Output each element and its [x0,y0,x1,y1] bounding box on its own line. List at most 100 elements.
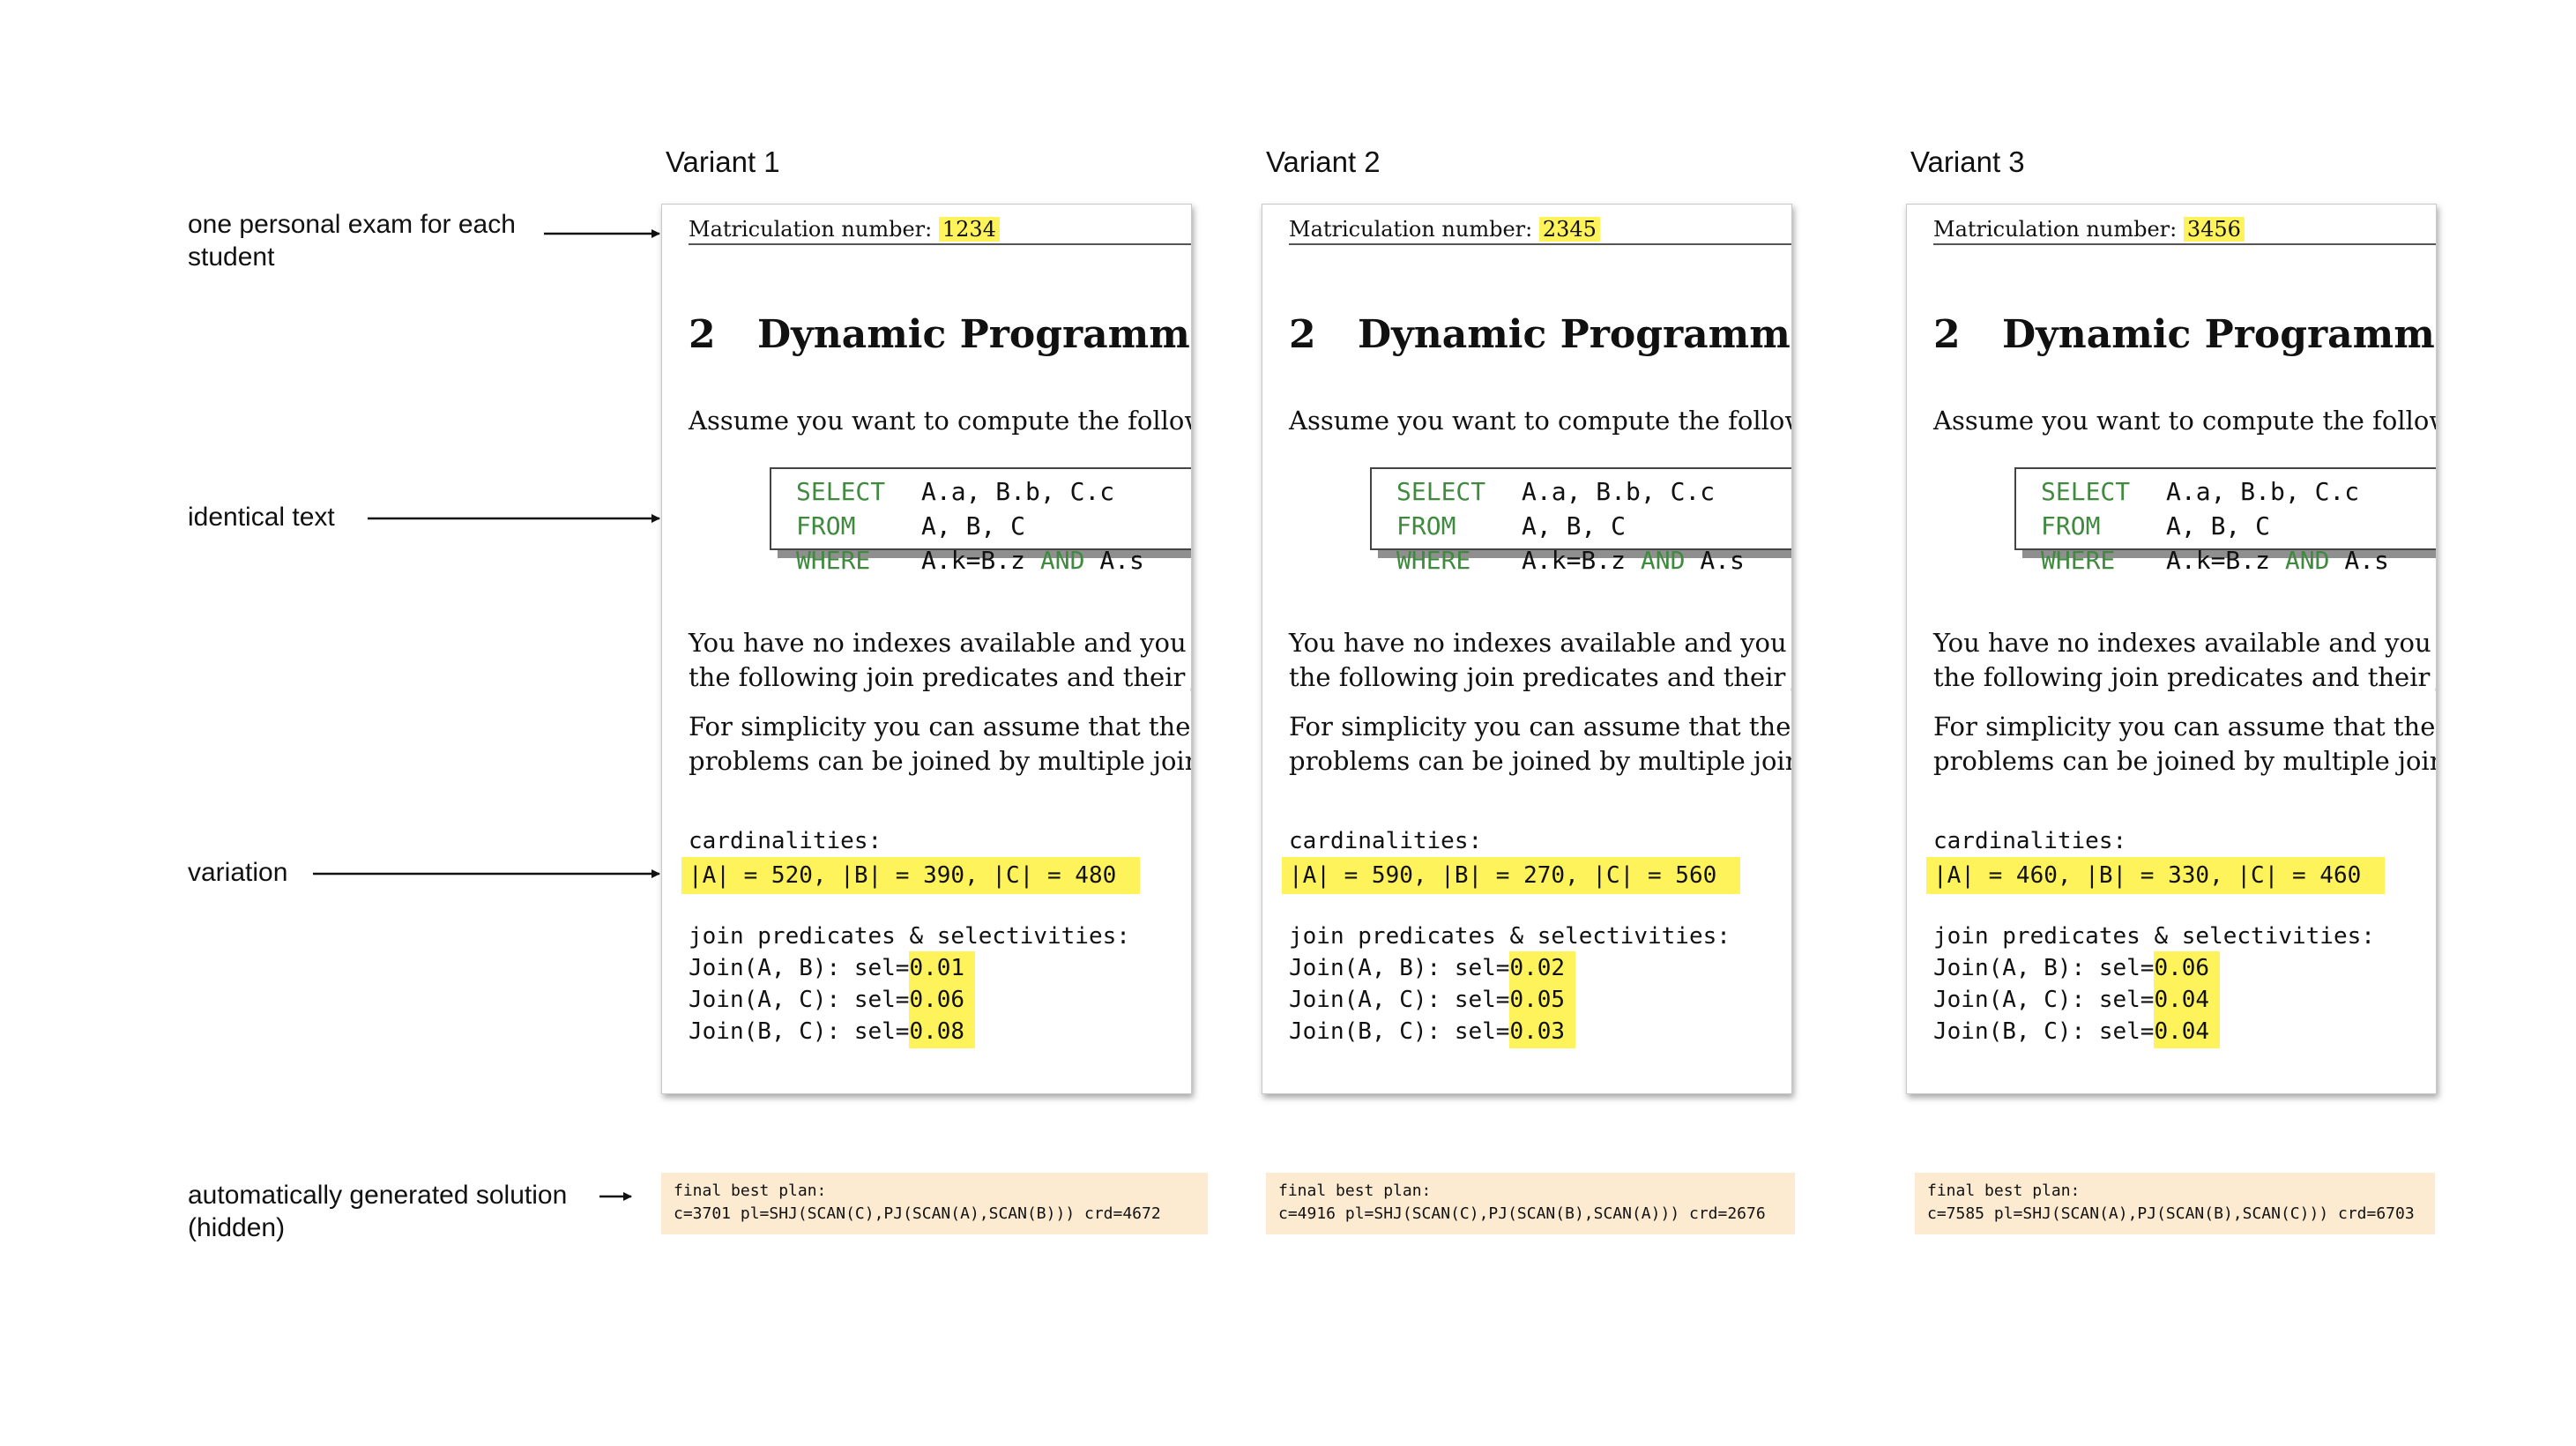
paragraph-indexes: You have no indexes available and you a … [1289,626,1792,695]
selectivity-value: 0.04 [2154,1015,2221,1048]
join-row: Join(A, B): sel=0.01 [689,951,976,985]
sql-keyword: AND [2284,546,2330,575]
sql-keyword: AND [1039,546,1085,575]
sql-clause: A.a, B.b, C.c [921,477,1115,506]
join-row-label: Join(A, C): sel= [1933,987,2155,1013]
sql-keyword: WHERE [1396,546,1471,575]
sql-query-box: SELECT A.a, B.b, C.c FROM A, B, C WHERE A.k… [770,467,1191,575]
selectivity-value: 0.06 [2154,951,2221,985]
matriculation-number: 1234 [938,217,1000,242]
sql-keyword: SELECT [1396,477,1486,506]
matriculation-label: Matriculation number: [1289,217,1533,242]
sql-clause: A.k=B.z [2166,546,2271,575]
join-row-label: Join(A, C): sel= [1289,987,1510,1013]
section-number: 2 [1289,312,1316,357]
solution-box-variant-3: final best plan: c=7585 pl=SHJ(SCAN(A),P… [1915,1173,2435,1234]
sql-keyword: SELECT [2041,477,2131,506]
solution-plan: c=7585 pl=SHJ(SCAN(A),PJ(SCAN(B),SCAN(C)… [1927,1204,2415,1223]
solution-box-variant-1: final best plan: c=3701 pl=SHJ(SCAN(C),P… [661,1173,1208,1234]
paragraph-line: the following join predicates and their … [689,662,1192,692]
sql-clause: A.k=B.z [921,546,1026,575]
section-number: 2 [1933,312,1961,357]
sql-keyword: FROM [796,511,856,540]
sql-clause: A.s [1099,546,1144,575]
join-row-label: Join(A, B): sel= [1933,955,2155,981]
sql-keyword: FROM [2041,511,2101,540]
paragraph-simplicity: For simplicity you can assume that the p… [1289,710,1791,779]
cardinalities-values: |A| = 590, |B| = 270, |C| = 560 [1282,857,1740,894]
join-row: Join(A, C): sel=0.04 [1933,983,2221,1017]
sql-clause: A.s [2344,546,2389,575]
section-number: 2 [689,312,716,357]
intro-text: Assume you want to compute the follow [689,406,1192,436]
join-row-label: Join(A, C): sel= [689,987,910,1013]
sql-clause: A.a, B.b, C.c [2166,477,2360,506]
join-predicates-label: join predicates & selectivities: [1289,923,1731,950]
matriculation-line: Matriculation number: 3456 [1933,217,2436,245]
section-title: Dynamic Programmin [1358,312,1792,357]
selectivity-value: 0.08 [909,1015,976,1048]
label-solution: automatically generated solution (hidden… [188,1181,568,1242]
sql-keyword: SELECT [796,477,886,506]
matriculation-line: Matriculation number: 2345 [1289,217,1791,245]
sql-keyword: WHERE [796,546,871,575]
cardinalities-label: cardinalities: [1289,828,1483,854]
paragraph-line: You have no indexes available and you a [1933,628,2437,658]
section-heading: 2 Dynamic Programmin [1289,312,1792,357]
paragraph-line: You have no indexes available and you a [1289,628,1792,658]
matriculation-number: 3456 [2183,217,2245,242]
solution-header: final best plan: [1927,1181,2081,1200]
paragraph-line: problems can be joined by multiple join [689,746,1192,776]
matriculation-number: 2345 [1538,217,1600,242]
matriculation-line: Matriculation number: 1234 [689,217,1191,245]
paragraph-line: the following join predicates and their … [1933,662,2437,692]
sql-keyword: AND [1640,546,1686,575]
variant-title: Variant 2 [1266,145,1381,178]
paragraph-line: For simplicity you can assume that the [689,712,1191,742]
selectivity-value: 0.05 [1509,983,1576,1017]
sql-keyword: WHERE [2041,546,2116,575]
join-row: Join(A, C): sel=0.05 [1289,983,1576,1017]
paragraph-line: You have no indexes available and you a [689,628,1192,658]
variant-title: Variant 1 [666,145,780,178]
solution-plan: c=3701 pl=SHJ(SCAN(C),PJ(SCAN(A),SCAN(B)… [674,1204,1161,1223]
label-identical-text: identical text [188,503,335,532]
intro-text: Assume you want to compute the follow [1933,406,2437,436]
exam-page-variant-2: Matriculation number: 2345 2 Dynamic Prog… [1262,204,1792,1094]
selectivity-value: 0.06 [909,983,976,1017]
solution-box-variant-2: final best plan: c=4916 pl=SHJ(SCAN(C),P… [1266,1173,1795,1234]
join-row: Join(A, B): sel=0.06 [1933,951,2221,985]
join-row: Join(B, C): sel=0.04 [1933,1015,2221,1048]
matriculation-label: Matriculation number: [1933,217,2178,242]
selectivity-value: 0.01 [909,951,976,985]
sql-clause: A, B, C [921,511,1026,540]
join-row-label: Join(A, B): sel= [689,955,910,981]
join-row-label: Join(B, C): sel= [1289,1018,1510,1045]
selectivity-value: 0.03 [1509,1015,1576,1048]
join-row: Join(B, C): sel=0.08 [689,1015,976,1048]
sql-clause: A.s [1700,546,1745,575]
paragraph-indexes: You have no indexes available and you a … [689,626,1192,695]
join-predicates-label: join predicates & selectivities: [689,923,1130,950]
selectivity-value: 0.02 [1509,951,1576,985]
sql-keyword: FROM [1396,511,1456,540]
paragraph-line: problems can be joined by multiple join [1933,746,2437,776]
selectivity-value: 0.04 [2154,983,2221,1017]
cardinalities-label: cardinalities: [689,828,882,854]
matriculation-label: Matriculation number: [689,217,933,242]
paragraph-line: the following join predicates and their … [1289,662,1792,692]
paragraph-indexes: You have no indexes available and you a … [1933,626,2437,695]
cardinalities-label: cardinalities: [1933,828,2127,854]
solution-plan: c=4916 pl=SHJ(SCAN(C),PJ(SCAN(B),SCAN(A)… [1278,1204,1766,1223]
label-variation: variation [188,858,288,887]
sql-clause: A.k=B.z [1522,546,1627,575]
paragraph-simplicity: For simplicity you can assume that the p… [689,710,1192,779]
join-row: Join(B, C): sel=0.03 [1289,1015,1576,1048]
join-row-label: Join(B, C): sel= [689,1018,910,1045]
